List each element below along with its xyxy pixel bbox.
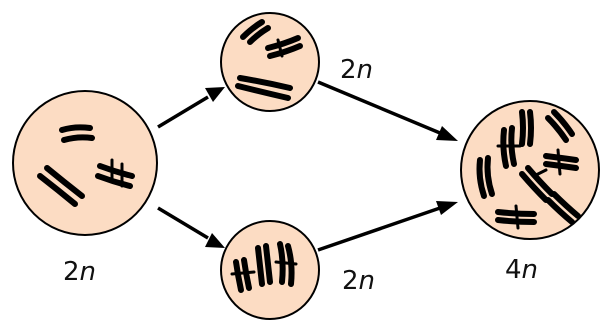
parent-ploidy-label: 2n xyxy=(63,257,96,287)
daughter-top-chromosomes xyxy=(235,19,303,101)
arrow-bottom-to-fused xyxy=(317,201,458,252)
arrow-top-to-fused xyxy=(317,80,458,141)
daughter-bottom-chromosomes xyxy=(230,241,298,293)
parent-cell xyxy=(12,90,158,236)
daughter-bottom-ploidy-label: 2n xyxy=(342,266,375,296)
arrow-parent-to-top xyxy=(157,87,225,129)
fused-ploidy-label: 4n xyxy=(505,255,538,285)
fused-cell xyxy=(460,100,600,240)
daughter-top-ploidy-label: 2n xyxy=(340,55,373,85)
daughter-cell-bottom xyxy=(220,220,320,320)
arrow-parent-to-bottom xyxy=(157,206,225,248)
parent-chromosomes xyxy=(37,124,135,207)
fused-chromosomes xyxy=(476,109,581,230)
daughter-cell-top xyxy=(220,12,320,112)
parent-cell-membrane xyxy=(12,90,158,236)
